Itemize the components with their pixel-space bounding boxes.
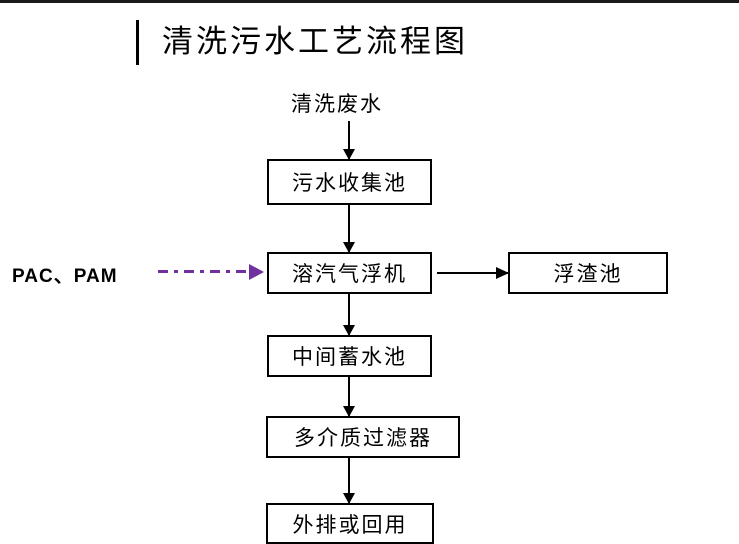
node-collection-tank[interactable]: 污水收集池 (267, 159, 432, 205)
connector-filter-to-discharge (348, 458, 350, 503)
node-dissolved-air-flotation-label: 溶汽气浮机 (292, 262, 407, 286)
node-intermediate-tank-label: 中间蓄水池 (292, 345, 407, 369)
node-multimedia-filter[interactable]: 多介质过滤器 (266, 416, 460, 458)
connector-inlet-to-collection-tank (348, 121, 350, 159)
connector-daf-to-scum-tank (437, 272, 508, 274)
connector-daf-to-intermediate-tank (348, 294, 350, 335)
connector-intermediate-tank-to-filter (348, 377, 350, 416)
dosing-label: PAC、PAM (12, 266, 118, 287)
node-scum-tank[interactable]: 浮渣池 (508, 252, 668, 294)
node-discharge-or-reuse[interactable]: 外排或回用 (266, 503, 434, 544)
connector-collection-tank-to-daf (348, 205, 350, 252)
node-discharge-or-reuse-label: 外排或回用 (292, 512, 408, 537)
node-scum-tank-label: 浮渣池 (553, 262, 623, 286)
inlet-label: 清洗废水 (291, 92, 383, 116)
page-title: 清洗污水工艺流程图 (162, 24, 468, 59)
node-collection-tank-label: 污水收集池 (292, 171, 407, 195)
connector-dosing-to-daf (158, 270, 262, 273)
title-accent-bar (136, 20, 139, 65)
node-multimedia-filter-label: 多介质过滤器 (294, 426, 432, 450)
node-dissolved-air-flotation[interactable]: 溶汽气浮机 (267, 252, 432, 294)
node-intermediate-tank[interactable]: 中间蓄水池 (267, 335, 432, 377)
